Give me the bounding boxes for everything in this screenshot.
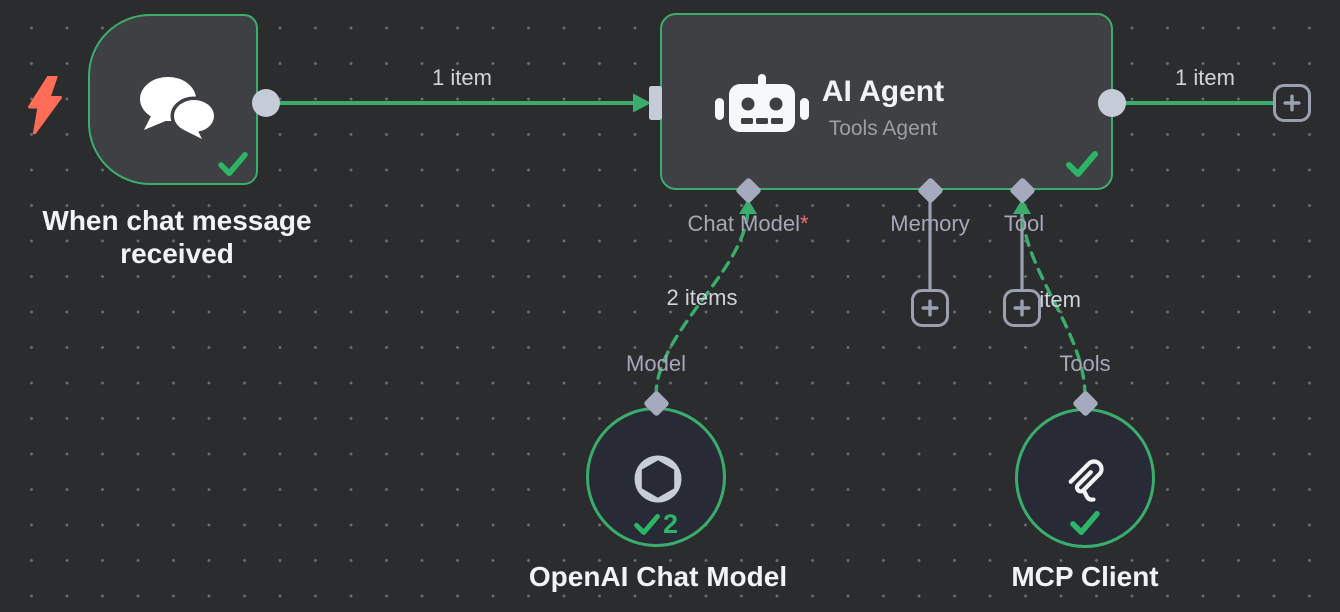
agent-title-block: AI Agent Tools Agent: [783, 75, 983, 142]
connection-arrowhead-up-icon: [1013, 199, 1031, 214]
add-node-button[interactable]: [1273, 84, 1311, 122]
node-mcp-client[interactable]: [1015, 408, 1155, 548]
success-check-icon: [1070, 511, 1100, 535]
port-label-memory: Memory: [890, 211, 970, 236]
chat-bubbles-icon: [140, 77, 216, 140]
connection-arrowhead-up-icon: [739, 199, 757, 214]
connection-arrowhead-icon: [633, 93, 651, 113]
node-ai-agent[interactable]: AI Agent Tools Agent: [660, 13, 1113, 190]
trigger-output-port[interactable]: [252, 89, 280, 117]
run-count-badge: 2: [662, 509, 679, 539]
port-label-tool: Tool: [1003, 211, 1045, 236]
success-check-icon: [634, 514, 660, 535]
node-chat-trigger[interactable]: [88, 14, 258, 185]
port-label-chat-model: Chat Model*: [687, 211, 809, 236]
node-subtitle: Tools Agent: [828, 117, 938, 140]
run-status: [1018, 511, 1152, 535]
node-title: AI Agent: [821, 75, 945, 108]
mcp-logo-icon: [1068, 459, 1104, 502]
port-label-tools: Tools: [1059, 351, 1111, 376]
add-tool-button[interactable]: [1003, 289, 1041, 327]
required-marker: *: [799, 211, 809, 236]
success-check-icon: [1066, 151, 1098, 177]
success-check-icon: [218, 152, 248, 176]
plus-icon: [1013, 299, 1031, 317]
node-label-openai: OpenAI Chat Model: [528, 561, 788, 592]
agent-output-port[interactable]: [1098, 89, 1126, 117]
connection-items-label: 1 item: [1175, 65, 1235, 90]
node-openai-chat-model[interactable]: 2: [586, 407, 726, 547]
port-label-model: Model: [626, 351, 686, 376]
agent-input-port[interactable]: [649, 86, 662, 120]
plus-icon: [921, 299, 939, 317]
node-label-mcp: MCP Client: [1011, 561, 1159, 592]
trigger-bolt-icon: [28, 76, 62, 134]
run-status: 2: [589, 509, 723, 540]
connection-mcp-to-agent[interactable]: [1020, 205, 1087, 398]
plus-icon: [1283, 94, 1301, 112]
connection-openai-to-agent[interactable]: [654, 205, 750, 398]
openai-logo-icon: [634, 455, 682, 503]
robot-icon: [715, 74, 809, 132]
connection-items-label: 2 items: [666, 285, 738, 310]
add-memory-button[interactable]: [911, 289, 949, 327]
node-label-chat-trigger: When chat message received: [42, 205, 312, 269]
connection-items-label: 1 item: [432, 65, 492, 90]
